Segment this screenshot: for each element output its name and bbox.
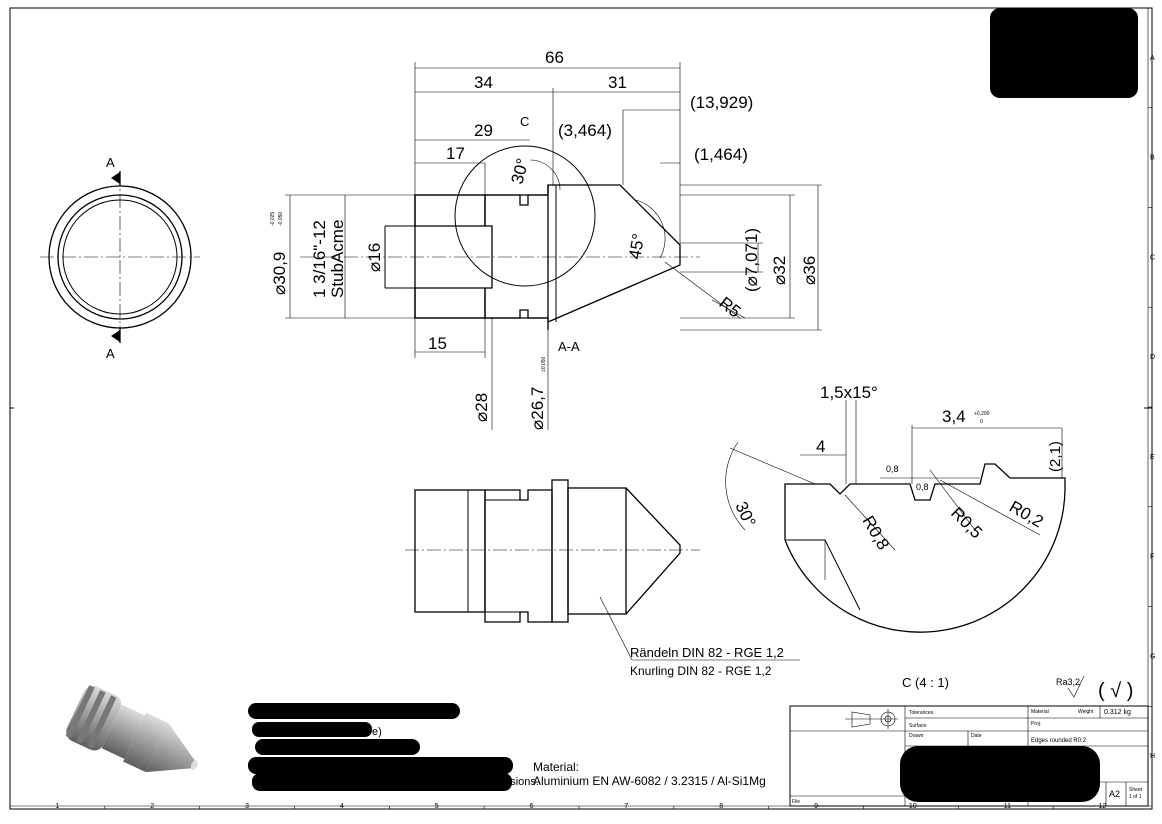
first-angle-projection-icon (845, 709, 898, 729)
dim-4: 4 (816, 437, 825, 456)
drawn-label: Drawn (909, 733, 924, 739)
radius-r08: R0,8 (859, 513, 893, 554)
zone-column-label: 1 (55, 803, 59, 810)
angle-30-section: 30° (508, 156, 533, 186)
radius-r05: R0,5 (947, 503, 986, 542)
front-view: Rändeln DIN 82 - RGE 1,2 Knurling DIN 82… (405, 479, 800, 678)
depth-08-a: 0,8 (886, 464, 899, 474)
zone-row-label: C (1150, 254, 1155, 261)
section-mark-top: A (106, 155, 115, 170)
zone-column-label: 3 (245, 803, 249, 810)
knurl-note-en: Knurling DIN 82 - RGE 1,2 (630, 664, 772, 678)
radius-r5: R5 (716, 293, 745, 321)
tol-309-lower: -0,050 (278, 212, 284, 226)
thread-line-1: 1 3/16"-12 (310, 220, 329, 298)
detail-view: 1,5x15° 4 3,4 +0,200 0 (2,1) 0,8 0,8 30°… (725, 383, 1066, 690)
tol-267: ±0,050 (541, 357, 547, 372)
dim-dia-267: ⌀26,7 (528, 387, 547, 430)
angle-45-section: 45° (625, 232, 648, 261)
dim-overall-length: 66 (545, 48, 564, 67)
detail-ref-c: C (520, 114, 529, 129)
surface-label: Surface (909, 723, 926, 729)
partial-note-2: ensions. (498, 776, 539, 788)
dim-dia-16: ⌀16 (365, 243, 384, 272)
tolerances-label: Tolerances (909, 710, 934, 716)
dim-dia-309: ⌀30,9 (270, 252, 289, 295)
dim-groove: 3,4 (942, 407, 966, 426)
side-view: A A (40, 155, 200, 361)
section-title: A-A (558, 339, 580, 354)
zone-column-label: 8 (719, 803, 723, 810)
detail-title: C (4 : 1) (902, 675, 949, 690)
zone-row-label: E (1150, 454, 1155, 461)
knurl-note-de: Rändeln DIN 82 - RGE 1,2 (630, 645, 784, 660)
dim-ref-21: (2,1) (1047, 441, 1064, 472)
thread-line-2: StubAcme (328, 220, 347, 298)
dim-dia-28: ⌀28 (472, 393, 491, 422)
zone-row-label: H (1150, 753, 1155, 760)
zone-row-label: D (1150, 354, 1155, 361)
roughness-value: Ra3,2 (1056, 677, 1080, 687)
file-label: File (792, 799, 800, 805)
edges-note: Edges rounded R0.2 (1031, 738, 1087, 744)
material-field-label: Material (1031, 709, 1049, 715)
render-3d (65, 685, 198, 773)
weight-value: 0.312 kg (1104, 709, 1131, 716)
section-view: 66 34 31 (13,929) 29 C (3,464) 17 (1,464… (270, 48, 822, 430)
title-block: Tolerances Surface Material Weight 0.312… (789, 705, 1149, 807)
surface-roughness-symbol-icon (1067, 675, 1085, 698)
zone-row-label: F (1150, 554, 1154, 561)
dim-chamfer: 1,5x15° (820, 383, 878, 402)
material-value: Aluminium EN AW-6082 / 3.2315 / Al-Si1Mg (533, 774, 766, 788)
zone-row-label: B (1150, 155, 1155, 162)
zone-column-label: 2 (150, 803, 154, 810)
dim-ref-7071: (⌀7,071) (742, 228, 761, 292)
dim-17: 17 (446, 144, 465, 163)
dim-dia-36: ⌀36 (800, 256, 819, 285)
sheet-label: Sheet (1129, 787, 1143, 793)
dim-ref-3464: (3,464) (558, 121, 612, 140)
angle-30-detail: 30° (731, 499, 759, 530)
dim-15: 15 (428, 334, 447, 353)
tol-309-upper: -0,025 (270, 212, 276, 226)
zone-column-label: 7 (624, 803, 628, 810)
dim-31: 31 (608, 73, 627, 92)
dim-ref-13929: (13,929) (690, 93, 753, 112)
radius-r02: R0,2 (1006, 497, 1047, 531)
zone-row-label: G (1150, 653, 1155, 660)
groove-tol-upper: +0,200 (974, 411, 990, 417)
zone-column-label: 5 (435, 803, 439, 810)
redactions (248, 8, 1138, 802)
dim-34: 34 (474, 73, 493, 92)
dim-dia-32: ⌀32 (770, 256, 789, 285)
dim-29: 29 (474, 121, 493, 140)
material-label: Material: (533, 760, 579, 774)
general-roughness-symbol: ( √ ) (1098, 680, 1133, 702)
surface-finish: Ra3,2 ( √ ) (1056, 675, 1133, 702)
date-label: Date (971, 733, 982, 739)
zone-column-label: 4 (340, 803, 344, 810)
depth-08-b: 0,8 (916, 482, 929, 492)
dim-ref-1464: (1,464) (694, 145, 748, 164)
weight-label: Weight (1078, 709, 1094, 715)
proj-label: Proj. (1031, 721, 1041, 727)
groove-tol-lower: 0 (980, 419, 983, 425)
zone-column-label: 6 (530, 803, 534, 810)
partial-note: e) (372, 726, 382, 738)
section-mark-bottom: A (106, 346, 115, 361)
zone-row-label: A (1150, 55, 1155, 62)
sheet-value: 1 of 1 (1129, 794, 1142, 800)
sheet-size: A2 (1109, 789, 1120, 799)
